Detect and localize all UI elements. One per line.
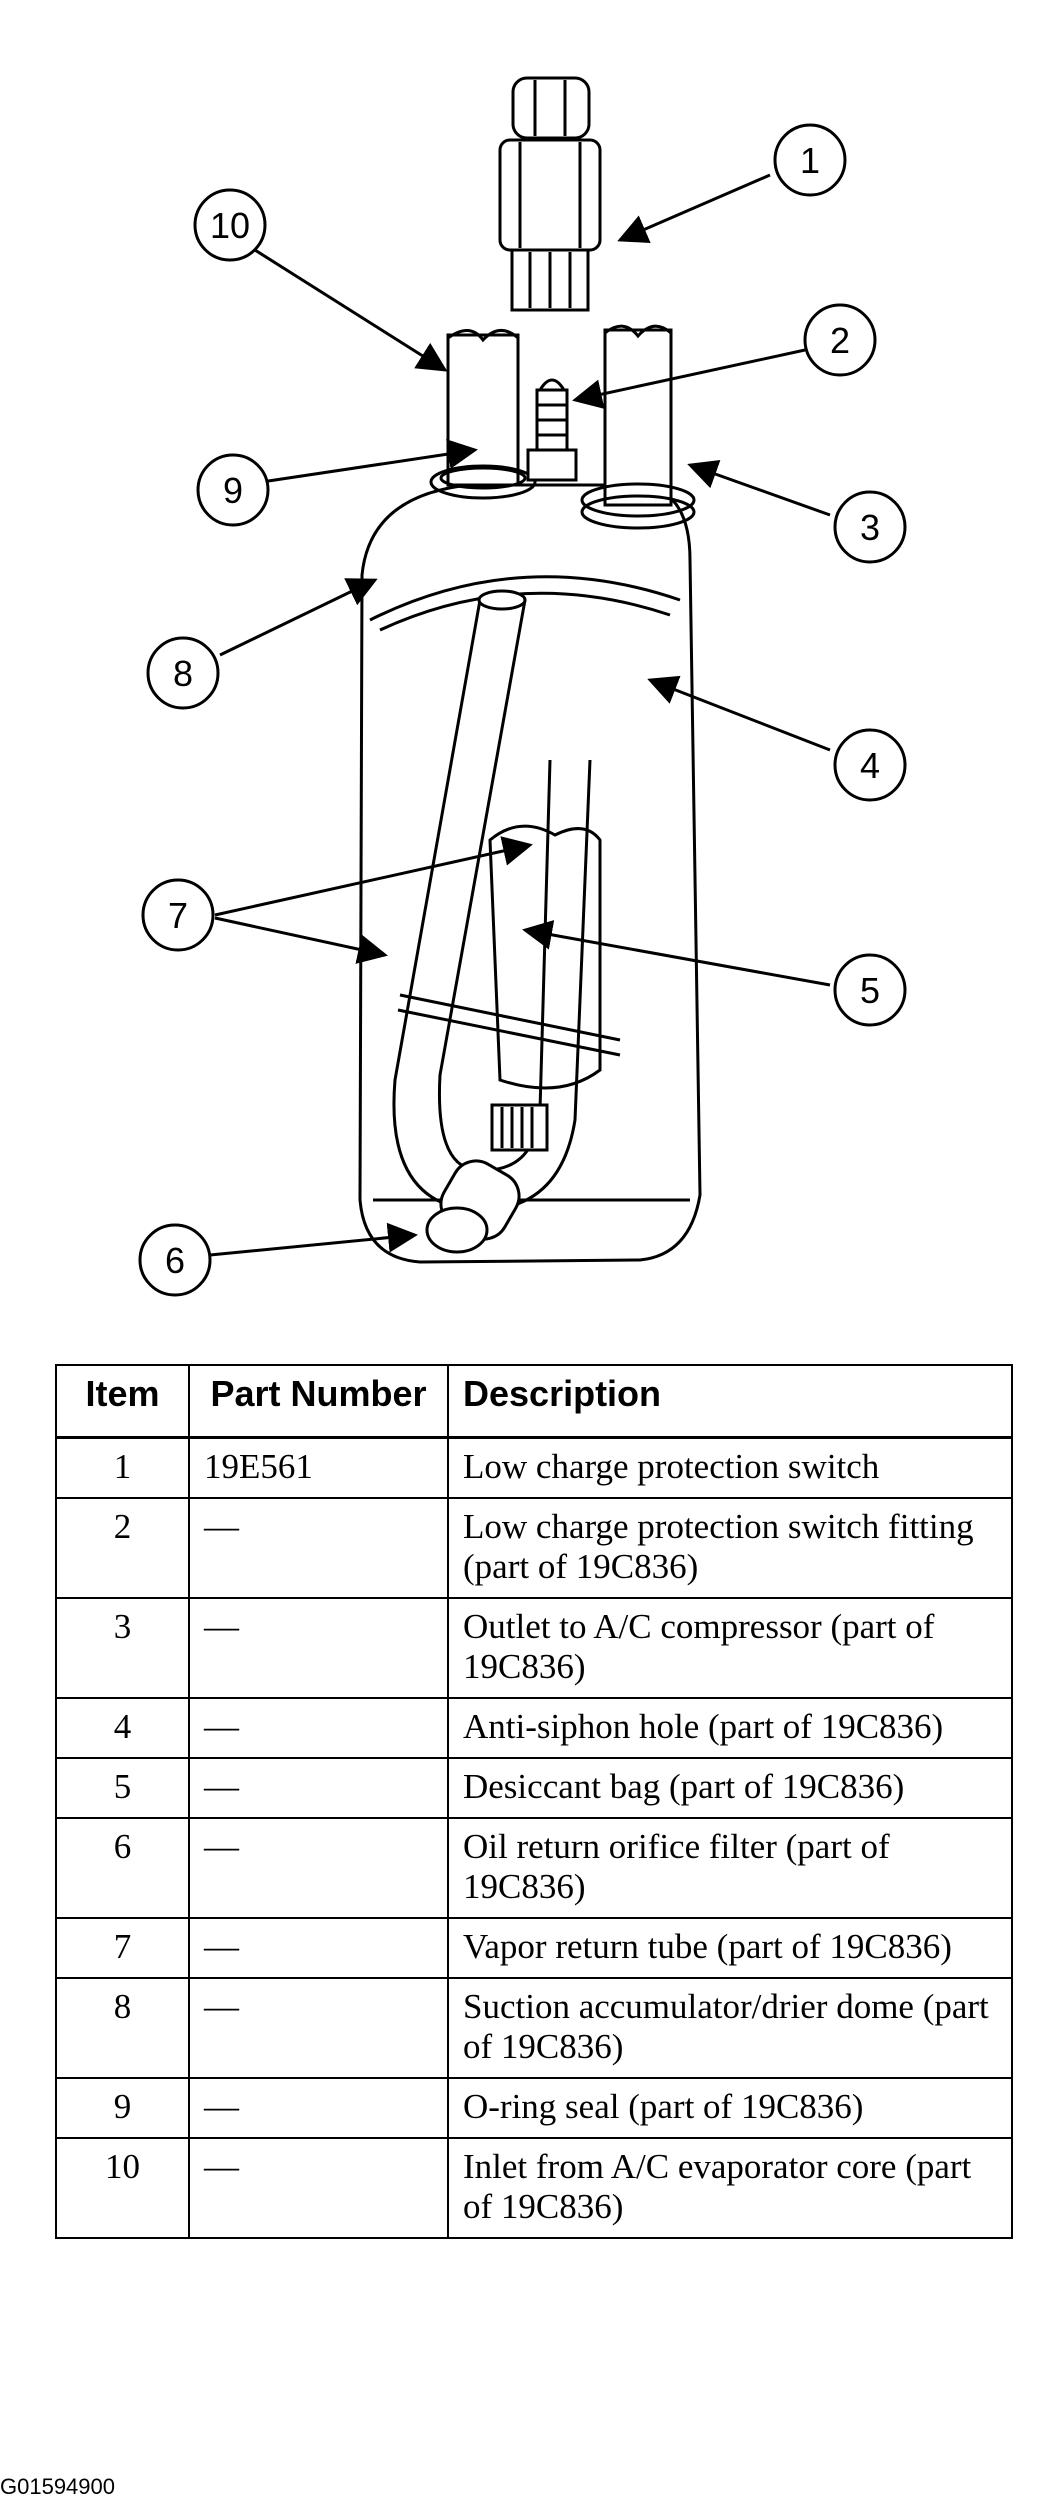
desiccant-bag-drawing xyxy=(488,824,602,1090)
table-row: 6—Oil return orifice filter (part of 19C… xyxy=(55,1817,1013,1919)
table-row: 7—Vapor return tube (part of 19C836) xyxy=(55,1917,1013,1979)
item-cell: 8 xyxy=(55,1977,190,2079)
outlet-pipe-drawing xyxy=(580,324,696,530)
item-cell: 7 xyxy=(55,1917,190,1979)
callout-label: 6 xyxy=(165,1240,185,1281)
callout-label: 3 xyxy=(860,507,880,548)
description-cell: Suction accumulator/drier dome (part of … xyxy=(447,1977,1013,2079)
table-row: 8—Suction accumulator/drier dome (part o… xyxy=(55,1977,1013,2079)
description-cell: Inlet from A/C evaporator core (part of … xyxy=(447,2137,1013,2239)
table-row: 5—Desiccant bag (part of 19C836) xyxy=(55,1757,1013,1819)
part-number-cell: — xyxy=(188,1497,449,1599)
item-cell: 10 xyxy=(55,2137,190,2239)
callout-label: 9 xyxy=(223,470,243,511)
description-cell: Anti-siphon hole (part of 19C836) xyxy=(447,1697,1013,1759)
callout-label: 2 xyxy=(830,320,850,361)
description-cell: Low charge protection switch fitting (pa… xyxy=(447,1497,1013,1599)
table-row: 3—Outlet to A/C compressor (part of 19C8… xyxy=(55,1597,1013,1699)
callout-8: 8 xyxy=(146,636,220,710)
item-cell: 2 xyxy=(55,1497,190,1599)
accumulator-body xyxy=(358,483,702,1264)
part-number-cell: — xyxy=(188,1757,449,1819)
callout-3: 3 xyxy=(833,490,907,564)
accumulator-illustration xyxy=(358,76,702,1264)
callout-label: 5 xyxy=(860,970,880,1011)
inlet-pipe-drawing xyxy=(429,329,537,500)
table-row: 9—O-ring seal (part of 19C836) xyxy=(55,2077,1013,2139)
part-number-cell: — xyxy=(188,2077,449,2139)
item-cell: 9 xyxy=(55,2077,190,2139)
accumulator-diagram: 1 10 2 9 3 8 4 7 5 6 xyxy=(138,76,907,1297)
item-cell: 5 xyxy=(55,1757,190,1819)
table-header-row: Item Part Number Description xyxy=(55,1364,1013,1439)
header-part-number: Part Number xyxy=(188,1364,449,1439)
callout-9: 9 xyxy=(196,453,270,527)
part-number-cell: — xyxy=(188,1817,449,1919)
callout-10: 10 xyxy=(193,188,267,262)
part-number-cell: — xyxy=(188,2137,449,2239)
leader-arrows xyxy=(209,173,831,1257)
callout-4: 4 xyxy=(833,728,907,802)
description-cell: Vapor return tube (part of 19C836) xyxy=(447,1917,1013,1979)
callout-5: 5 xyxy=(833,953,907,1027)
item-cell: 6 xyxy=(55,1817,190,1919)
description-cell: Outlet to A/C compressor (part of 19C836… xyxy=(447,1597,1013,1699)
table-row: 10—Inlet from A/C evaporator core (part … xyxy=(55,2137,1013,2239)
figure-code: G01594900 xyxy=(0,2474,115,2499)
table-row: 2—Low charge protection switch fitting (… xyxy=(55,1497,1013,1599)
callout-label: 7 xyxy=(168,895,188,936)
callout-label: 4 xyxy=(860,745,880,786)
callout-1: 1 xyxy=(773,123,847,197)
item-cell: 1 xyxy=(55,1436,190,1499)
description-cell: Oil return orifice filter (part of 19C83… xyxy=(447,1817,1013,1919)
oil-filter-drawing xyxy=(425,1103,549,1254)
callout-label: 8 xyxy=(173,653,193,694)
item-cell: 4 xyxy=(55,1697,190,1759)
fitting-drawing xyxy=(526,378,578,482)
callout-label: 1 xyxy=(800,140,820,181)
table-row: 4—Anti-siphon hole (part of 19C836) xyxy=(55,1697,1013,1759)
description-cell: Desiccant bag (part of 19C836) xyxy=(447,1757,1013,1819)
callout-label: 10 xyxy=(210,205,250,246)
part-number-cell: — xyxy=(188,1697,449,1759)
header-description: Description xyxy=(447,1364,1013,1439)
description-cell: O-ring seal (part of 19C836) xyxy=(447,2077,1013,2139)
header-item: Item xyxy=(55,1364,190,1439)
callout-6: 6 xyxy=(138,1223,212,1297)
callout-7: 7 xyxy=(141,878,215,952)
low-charge-switch-drawing xyxy=(498,76,602,312)
part-number-cell: 19E561 xyxy=(188,1436,449,1499)
description-cell: Low charge protection switch xyxy=(447,1436,1013,1499)
callout-2: 2 xyxy=(803,303,877,377)
item-cell: 3 xyxy=(55,1597,190,1699)
part-number-cell: — xyxy=(188,1977,449,2079)
part-number-cell: — xyxy=(188,1917,449,1979)
callouts: 1 10 2 9 3 8 4 7 5 6 xyxy=(138,123,907,1297)
part-number-cell: — xyxy=(188,1597,449,1699)
